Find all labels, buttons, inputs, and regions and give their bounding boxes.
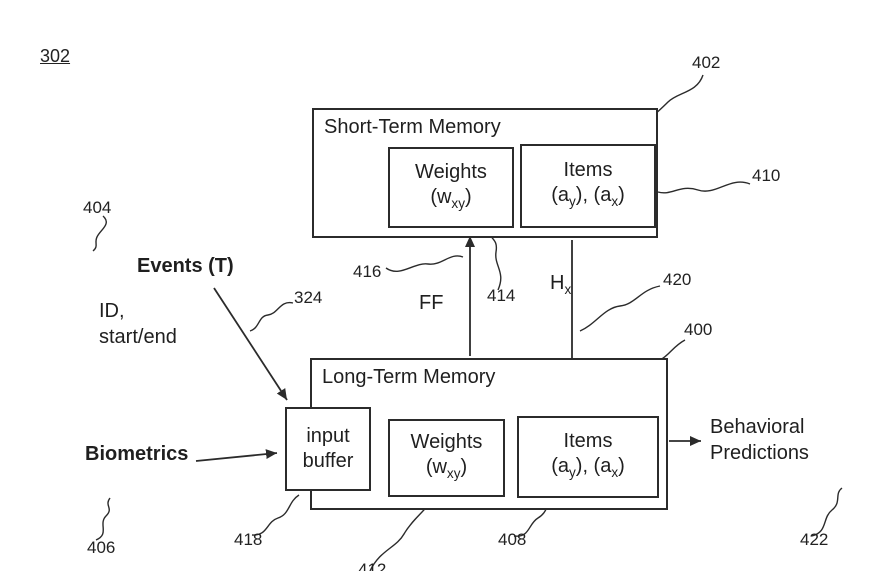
ltm-items-box: Items (ay), (ax) [517,416,659,498]
leader-420 [579,285,661,332]
ref-418: 418 [234,530,263,549]
input-buffer-box: input buffer [285,407,371,491]
stm-title: Short-Term Memory [324,116,501,138]
id-start-end-label: ID, start/end [99,300,177,348]
leader-422 [811,487,843,537]
ref-414: 414 [487,286,516,305]
ltm-weights-formula: (wxy) [425,456,468,481]
ref-404: 404 [83,198,112,217]
hx-label: Hx [550,272,572,297]
ff-label: FF [419,292,444,314]
ltm-title: Long-Term Memory [322,366,496,388]
leader-414 [488,232,502,291]
stm-items-label: Items [563,159,613,181]
ref-412: 412 [358,560,387,571]
ref-422: 422 [800,530,829,549]
behavioral-predictions-label: Behavioral Predictions [710,416,809,464]
events-label: Events (T) [137,255,234,277]
leader-324 [249,301,294,332]
leader-404 [92,215,107,252]
ref-406: 406 [87,538,116,557]
ltm-items-label: Items [563,430,613,452]
biometrics-label: Biometrics [85,443,189,465]
stm-weights-formula: (wxy) [430,185,472,211]
ltm-weights-label: Weights [410,431,483,453]
leader-416 [385,255,464,273]
input-buffer-line2: buffer [302,450,354,472]
ltm-items-formula: (ay), (ax) [551,455,625,480]
ref-420: 420 [663,270,692,289]
input-buffer-line1: input [306,425,350,447]
ref-324: 324 [294,288,323,307]
stm-items-box: Items (ay), (ax) [520,144,656,228]
ltm-weights-box: Weights (wxy) [388,419,505,497]
ref-410: 410 [752,166,781,185]
ref-416: 416 [353,262,382,281]
stm-items-formula: (ay), (ax) [551,184,625,209]
leader-410 [657,181,751,194]
leader-406 [95,497,111,541]
biometrics-arrow [195,449,278,462]
events-arrow [213,287,288,401]
leader-418 [251,494,300,536]
stm-weights-label: Weights [415,160,487,183]
ref-402: 402 [692,53,721,72]
stm-weights-box: Weights (wxy) [388,147,514,228]
figure-number: 302 [40,46,71,66]
ref-408: 408 [498,530,527,549]
ref-400: 400 [684,320,713,339]
